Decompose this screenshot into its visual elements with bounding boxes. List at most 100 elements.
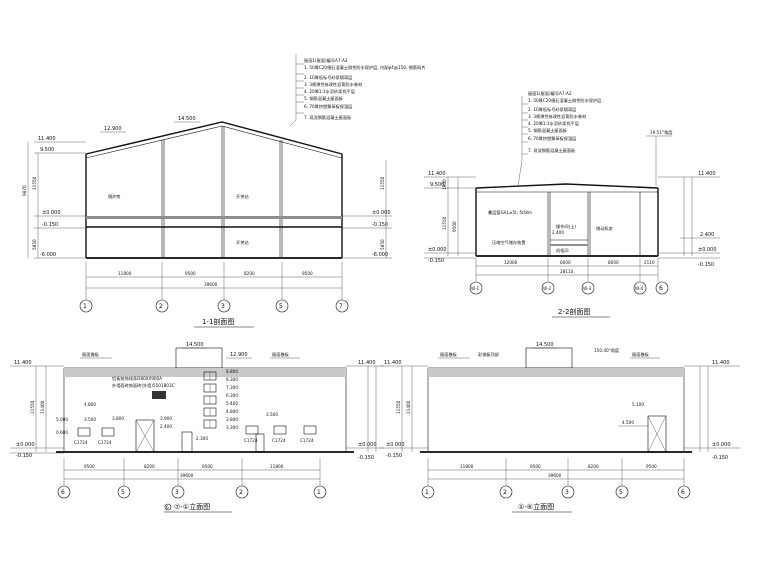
- dim-text: 8200: [244, 271, 255, 276]
- dim-total: 39600: [180, 473, 194, 478]
- facade-label: 铝板装饰线条D800X900A: [112, 375, 162, 382]
- drawing-title: ⑦-①立面图: [174, 502, 210, 511]
- dim-text: 11550: [380, 176, 385, 190]
- level-mark: 8.300: [226, 377, 238, 382]
- dims-bottom: 11800 9500 8200 9500 39600: [427, 458, 685, 486]
- levels-left: 11.400 ±0.000 -0.150 11550 11400: [380, 360, 428, 459]
- note-title: 屋面1(屋面)编号A7-A2: [304, 57, 348, 64]
- window-label: C1724: [244, 438, 258, 443]
- axis-label: 5: [619, 489, 623, 496]
- note-4: 4. 20厚1:3水泥砂浆找平层: [528, 120, 579, 127]
- level-mark: ±0.000: [42, 210, 61, 216]
- facade-label: 彩钢板顶部: [478, 351, 499, 358]
- window-column: [203, 371, 217, 429]
- note-title: 屋面1(屋面)编号A7-A2: [528, 90, 572, 97]
- level-mark: 11.400: [14, 360, 32, 366]
- level-mark: 11.400: [38, 136, 56, 142]
- axis-label: 2: [159, 303, 163, 310]
- level-mark: 4.800: [84, 402, 96, 407]
- level-mark: ±0.000: [358, 442, 377, 448]
- axis-label: 6: [681, 489, 685, 496]
- axis-label: 3: [565, 489, 569, 496]
- room-label: 叠层管GAL≥5t, 5t/8m: [488, 209, 532, 216]
- room-label: 操作间(上): [556, 223, 576, 230]
- section-2-2: 屋面1(屋面)编号A7-A2 1. 50厚C20细石混凝土刚性防水保护层 2. …: [424, 90, 720, 318]
- axis-bubbles: 6 5 3 2 1: [57, 485, 327, 499]
- note-6: 6. 70厚挤塑聚苯板保温层: [304, 103, 352, 110]
- level-mark: -0.150: [698, 262, 714, 268]
- axis-label: 5: [279, 303, 283, 310]
- level-mark: -0.150: [372, 222, 388, 228]
- note-7: 7. 现浇钢筋混凝土屋面板: [528, 147, 576, 154]
- level-mark: 0.600: [56, 430, 68, 435]
- dim-text: 11800: [460, 464, 474, 469]
- level-mark: 11.400: [384, 360, 402, 366]
- level-mark: 3.800: [112, 416, 124, 421]
- window-label: C1724: [300, 438, 314, 443]
- dim-text: 9500: [202, 464, 213, 469]
- callout-label: 屋面檐板: [440, 351, 458, 358]
- dims-left: 9870 11550 5850: [22, 142, 39, 258]
- slope-label: 19.51°角度: [650, 129, 673, 136]
- dim-text: 2110: [644, 260, 655, 265]
- dim-text: 8200: [588, 464, 599, 469]
- level-mark: 8.800: [226, 369, 238, 374]
- axis-label: 3: [175, 489, 179, 496]
- axis-bubbles: 1 2 3 5 6: [421, 485, 691, 499]
- elevation-7-1: 14.500 12.900 屋面檐板 屋面檐板 铝板装饰线条D800X900A …: [10, 342, 384, 513]
- level-mark: 11.400: [712, 360, 730, 366]
- levels-left: 11.400 9.500 ±0.000 -0.150 -6.000: [34, 136, 86, 259]
- levels-right: 11.400 ±0.000 -0.150: [684, 360, 740, 461]
- dims-bottom: 12000 6000 8000 2110 28110: [475, 258, 659, 282]
- elevation-1-6: 14.500 150.40°角度 屋面檐板 屋面檐板 彩钢板顶部 5.100 4…: [380, 342, 740, 513]
- level-mark: 4.800: [226, 409, 238, 414]
- level-mark: 14.500: [186, 342, 204, 348]
- axis-label: 1: [83, 303, 87, 310]
- drawing-title: 2-2剖面图: [558, 307, 590, 316]
- level-mark: 2.400: [160, 424, 172, 429]
- level-mark: 12.900: [230, 352, 248, 358]
- level-mark: 11.400: [358, 360, 376, 366]
- roof-level-eave: 12.900: [104, 126, 122, 132]
- dims-bottom: 11800 9500 8200 9500 39600: [85, 262, 343, 300]
- title-marker: 6: [166, 505, 169, 510]
- level-mark: -0.150: [16, 453, 32, 459]
- level-mark: 7.300: [226, 385, 238, 390]
- note-1: 1. 50厚C20细石混凝土刚性防水保护层: [528, 97, 601, 104]
- level-mark: ±0.000: [428, 247, 447, 253]
- axis-bubbles: W-1 W-2 W-3 W-4 6: [469, 281, 669, 295]
- dim-text: 12000: [504, 260, 518, 265]
- dim-text: 5850: [380, 239, 385, 250]
- roof-notes: 屋面1(屋面)编号A7-A2 1. 50厚C20细石混凝土刚性防水保护层 2. …: [522, 90, 601, 155]
- dim-text: 9500: [185, 271, 196, 276]
- axis-label: W-4: [635, 286, 643, 291]
- level-mark: 14.500: [536, 342, 554, 348]
- dim-text: 11400: [406, 400, 411, 414]
- dim-text: 11550: [396, 400, 401, 414]
- note-6: 6. 70厚挤塑聚苯板保温层: [528, 135, 576, 142]
- left-levels-inner: 5.000 3.500 0.600 3.800 2.400 4.800 3.90…: [56, 402, 278, 435]
- note-2: 2. 10厚低标号砂浆隔离层: [304, 74, 352, 81]
- axis-label: 6: [659, 285, 663, 292]
- level-mark: -0.150: [712, 455, 728, 461]
- dims-bottom: 9500 8200 9500 11800 39600: [63, 458, 321, 486]
- level-mark: 3.500: [266, 412, 278, 417]
- level-mark: ±0.000: [386, 442, 405, 448]
- note-5: 5. 钢筋混凝土屋面板: [304, 95, 344, 102]
- dim-text: 11400: [40, 400, 45, 414]
- drawing-title: ①-⑥立面图: [518, 502, 554, 511]
- callout-label: 屋面檐板: [82, 351, 100, 358]
- level-mark: -6.000: [372, 252, 388, 258]
- axis-bubbles: 1 2 3 5 7: [79, 299, 349, 313]
- axis-label: 2: [239, 489, 243, 496]
- dim-text: 1900: [442, 179, 447, 190]
- dim-text: 9500: [302, 271, 313, 276]
- level-mark: 150.40°角度: [594, 347, 620, 354]
- dim-text: 11550: [442, 216, 447, 230]
- levels-right: ±0.000 -0.150 -6.000 11550 5850: [342, 160, 392, 259]
- levels-right: 11.400 ±0.000 -0.150: [346, 360, 384, 461]
- axis-label: W-1: [471, 286, 479, 291]
- level-mark: -0.150: [42, 222, 58, 228]
- roof-notes: 屋面1(屋面)编号A7-A2 1. 50厚C20细石混凝土刚性防水保护层, 内配…: [296, 57, 425, 121]
- dim-text: 9870: [22, 185, 27, 196]
